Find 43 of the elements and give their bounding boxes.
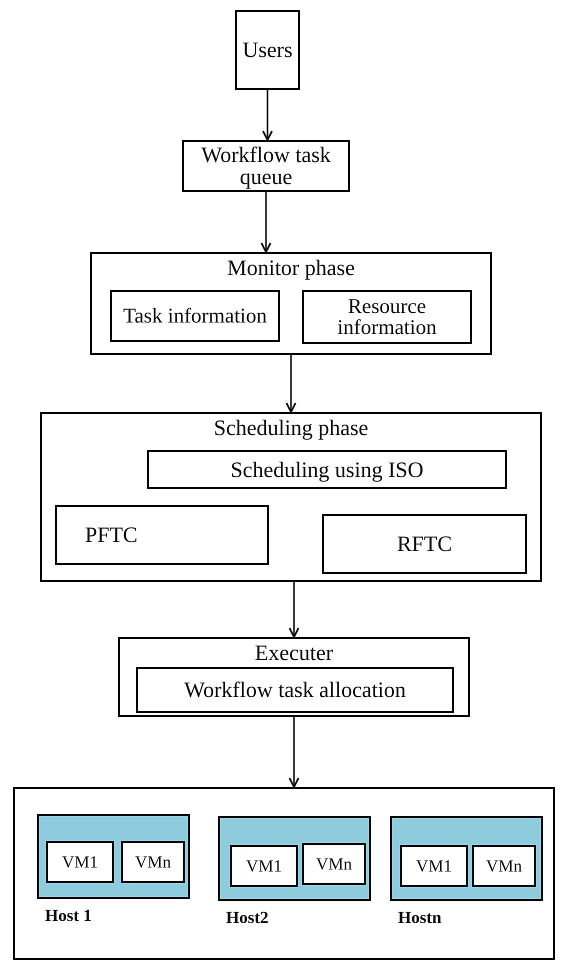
process-box <box>46 841 114 883</box>
host-label: Host 1 <box>45 907 92 924</box>
phase-box <box>90 252 492 355</box>
box-label: VMn <box>134 854 172 870</box>
phase-box <box>118 637 470 717</box>
phase-heading: Scheduling phase <box>212 417 370 439</box>
process-box <box>55 505 269 565</box>
process-box <box>322 514 527 574</box>
container-box <box>13 787 555 960</box>
box-label: Workflow task allocation <box>183 679 407 701</box>
process-box <box>182 140 350 192</box>
process-box <box>110 290 280 342</box>
phase-box <box>40 412 542 582</box>
process-box <box>136 667 454 713</box>
arrow <box>286 355 296 413</box>
process-box <box>235 10 300 90</box>
process-box <box>230 845 298 887</box>
box-label: Resource information <box>336 296 438 338</box>
box-label: Scheduling using ISO <box>229 458 425 480</box>
box-label: Workflow task queue <box>200 144 332 188</box>
arrow <box>288 717 300 788</box>
box-label: Users <box>241 39 294 61</box>
box-label: VMn <box>315 856 353 872</box>
host-label: Hostn <box>398 909 442 926</box>
process-box <box>121 841 185 883</box>
process-box <box>472 845 536 887</box>
process-box <box>147 450 507 489</box>
box-label: Task information <box>122 306 268 326</box>
phase-heading: Executer <box>254 642 334 664</box>
arrow <box>262 90 273 141</box>
arrow <box>260 192 272 253</box>
box-label: VM1 <box>61 854 99 870</box>
phase-heading: Monitor phase <box>226 257 356 279</box>
box-label: PFTC <box>85 524 139 546</box>
process-box <box>302 843 366 885</box>
process-box <box>302 290 472 344</box>
host-label: Host2 <box>226 909 268 926</box>
process-box <box>400 845 468 887</box>
box-label: VM1 <box>245 858 283 874</box>
box-label: RFTC <box>396 533 454 555</box>
arrow <box>288 582 300 638</box>
box-label: VMn <box>485 858 523 874</box>
box-label: VM1 <box>415 858 453 874</box>
